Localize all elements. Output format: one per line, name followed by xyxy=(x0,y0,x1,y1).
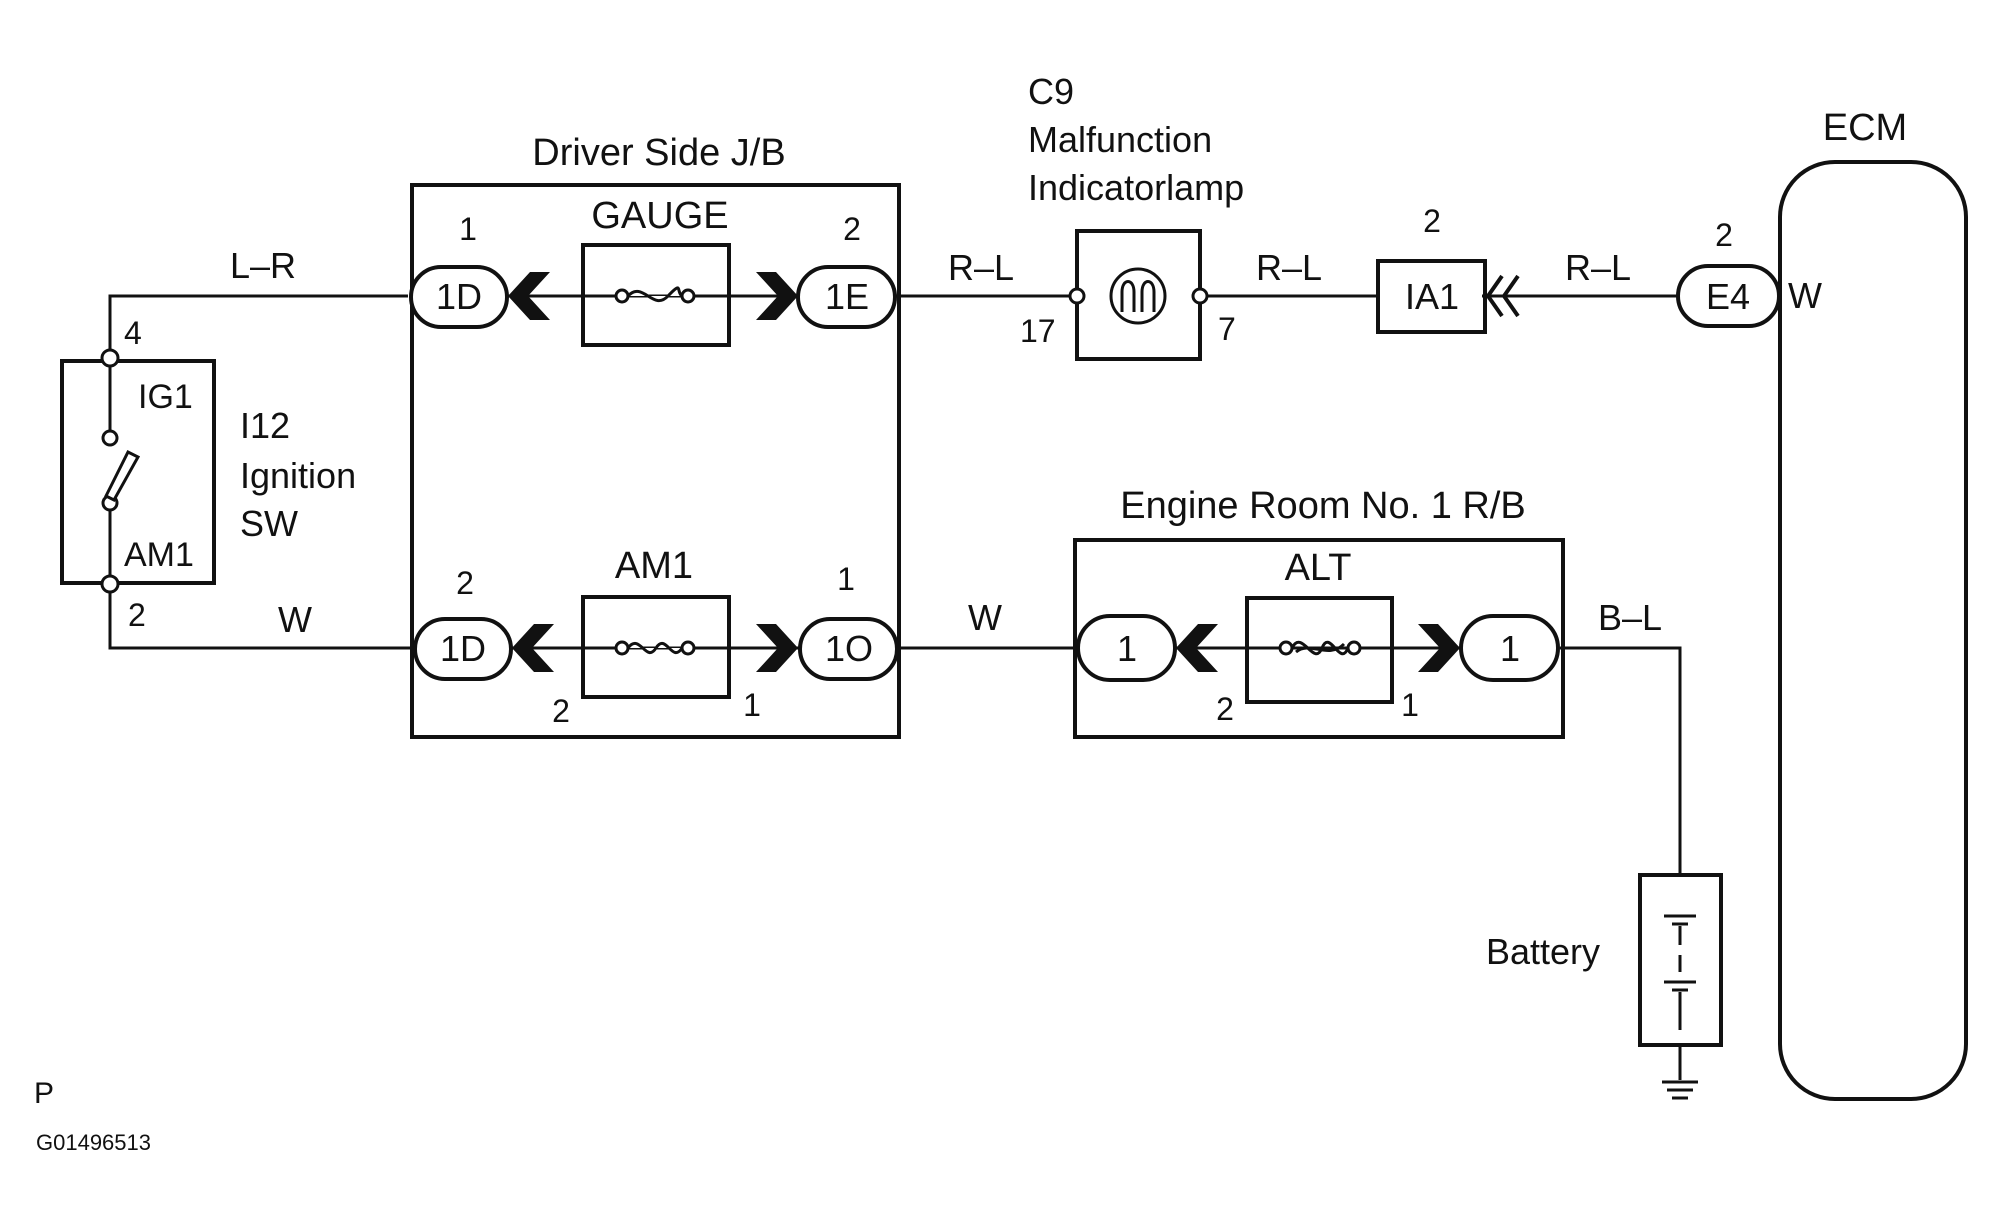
wire-label-rl-3: R–L xyxy=(1565,247,1631,288)
wires xyxy=(108,294,1682,1080)
ecm: ECM E4 2 W xyxy=(1676,107,1968,1101)
gauge-out-pin: 2 xyxy=(843,211,861,247)
driver-jb-box xyxy=(410,183,901,739)
mil-pin-7-node xyxy=(1191,287,1209,305)
mil-name-1: Malfunction xyxy=(1028,119,1212,160)
ecm-label: ECM xyxy=(1823,107,1907,149)
ignition-switch: 4 IG1 AM1 2 I12 Ignition SW xyxy=(60,315,356,633)
battery-label: Battery xyxy=(1486,931,1600,972)
am1-fuse-pin-right: 1 xyxy=(743,687,761,723)
ignition-switch-box xyxy=(60,359,216,585)
driver-side-jb: Driver Side J/B GAUGE 1D 1 1E 2 AM1 1D 2… xyxy=(409,132,901,739)
gauge-fuse-label: GAUGE xyxy=(591,195,728,237)
ia1-pin: 2 xyxy=(1423,203,1441,239)
am1-out-pin: 1 xyxy=(837,561,855,597)
ecm-box xyxy=(1778,160,1968,1101)
ia1-label: IA1 xyxy=(1405,276,1459,317)
ignition-switch-name-1: Ignition xyxy=(240,455,356,496)
ignition-pin-2: 2 xyxy=(128,597,146,633)
wire-label-lr: L–R xyxy=(230,245,296,286)
am1-arrow-left-icon xyxy=(512,624,554,672)
am1-arrow-right-icon xyxy=(756,624,798,672)
wire-label-rl-1: R–L xyxy=(948,247,1014,288)
gauge-out-connector xyxy=(796,265,897,329)
ia1-arrow-icon xyxy=(1485,274,1520,318)
gauge-in-connector xyxy=(409,265,509,329)
battery: Battery xyxy=(1486,873,1723,1100)
ecm-wire-color: W xyxy=(1788,275,1822,316)
wire-label-w-lower: W xyxy=(968,597,1002,638)
switch-contact-top xyxy=(101,429,119,447)
am1-fuse-node-left xyxy=(614,640,630,656)
switch-lever-icon xyxy=(103,449,141,502)
footer-mark: P xyxy=(34,1077,54,1110)
gauge-fuse-element-icon xyxy=(626,286,684,303)
alt-arrow-right-icon xyxy=(1418,624,1460,672)
mil-pin-7: 7 xyxy=(1218,311,1236,347)
gauge-fuse-node-right xyxy=(680,288,696,304)
alt-out-connector-label: 1 xyxy=(1500,628,1520,669)
driver-jb-title: Driver Side J/B xyxy=(532,132,785,174)
gauge-fuse-node-left xyxy=(614,288,630,304)
mil-name-2: Indicatorlamp xyxy=(1028,167,1244,208)
am1-fuse-pin-left: 2 xyxy=(552,693,570,729)
ignition-switch-id: I12 xyxy=(240,405,290,446)
mil-id: C9 xyxy=(1028,71,1074,112)
lamp-icon xyxy=(1109,267,1167,325)
ignition-pin-4-node xyxy=(100,348,120,368)
ground-icon xyxy=(1662,1080,1698,1100)
ignition-switch-name-2: SW xyxy=(240,503,298,544)
ecm-e4-connector-label: E4 xyxy=(1706,276,1750,317)
alt-fuse-label: ALT xyxy=(1285,547,1352,589)
gauge-in-connector-label: 1D xyxy=(436,276,482,317)
am1-out-connector-label: 1O xyxy=(825,628,873,669)
engine-rb-box xyxy=(1073,538,1565,739)
am1-fuse-node-right xyxy=(680,640,696,656)
battery-cell-icon xyxy=(1664,914,1696,1030)
engine-rb-title: Engine Room No. 1 R/B xyxy=(1120,485,1526,527)
ecm-e4-pin: 2 xyxy=(1715,217,1733,253)
alt-out-connector xyxy=(1459,614,1560,682)
ignition-terminal-ig1: IG1 xyxy=(138,378,193,416)
ignition-pin-4: 4 xyxy=(124,315,142,351)
am1-fuse-element-icon xyxy=(626,641,684,655)
am1-in-connector-label: 1D xyxy=(440,628,486,669)
mil-pin-17-node xyxy=(1068,287,1086,305)
alt-fuse-pin-right: 1 xyxy=(1401,687,1419,723)
mil-pin-17: 17 xyxy=(1020,313,1056,349)
alt-fuse-box xyxy=(1245,596,1394,704)
wire-label-rl-2: R–L xyxy=(1256,247,1322,288)
gauge-out-connector-label: 1E xyxy=(825,276,869,317)
gauge-arrow-right-icon xyxy=(756,272,798,320)
alt-fuse-pin-left: 2 xyxy=(1216,691,1234,727)
am1-fuse-label: AM1 xyxy=(615,545,693,587)
alt-fuse-element-icon xyxy=(1290,640,1350,656)
ignition-pin-2-node xyxy=(100,574,120,594)
battery-box xyxy=(1638,873,1723,1047)
engine-room-rb: Engine Room No. 1 R/B ALT 1 1 2 1 xyxy=(1073,485,1565,739)
footer-code: G01496513 xyxy=(36,1130,151,1155)
junction-ia1: IA1 2 xyxy=(1376,203,1520,334)
alt-arrow-left-icon xyxy=(1176,624,1218,672)
wire-label-w-upper: W xyxy=(278,599,312,640)
ignition-terminal-am1: AM1 xyxy=(124,536,194,574)
lamp-filament-icon xyxy=(1120,280,1156,312)
alt-fuse-node-left xyxy=(1278,640,1294,656)
am1-in-pin: 2 xyxy=(456,565,474,601)
footer: P G01496513 xyxy=(34,1077,151,1155)
alt-in-connector xyxy=(1076,614,1177,682)
alt-fuse-node-right xyxy=(1346,640,1362,656)
alt-in-connector-label: 1 xyxy=(1117,628,1137,669)
ecm-e4-connector xyxy=(1676,264,1781,328)
malfunction-indicator-lamp: C9 Malfunction Indicatorlamp 17 7 xyxy=(1020,71,1244,361)
gauge-arrow-left-icon xyxy=(508,272,550,320)
gauge-in-pin: 1 xyxy=(459,211,477,247)
ia1-box xyxy=(1376,259,1487,334)
wire-labels: L–R W R–L R–L R–L W B–L xyxy=(230,245,1662,640)
wire-label-bl: B–L xyxy=(1598,597,1662,638)
am1-out-connector xyxy=(798,617,899,681)
am1-in-connector xyxy=(413,617,513,681)
